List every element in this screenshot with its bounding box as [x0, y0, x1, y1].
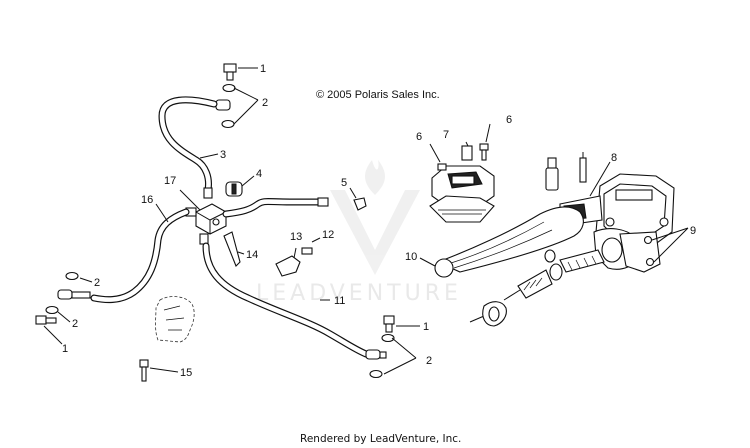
banjo-fitting-left [57, 289, 91, 300]
screw-12 [301, 247, 313, 255]
footer-credit: Rendered by LeadVenture, Inc. [300, 433, 461, 445]
diaphragm [429, 195, 495, 223]
callout-1-left: 1 [62, 343, 68, 355]
screw-6a [437, 163, 447, 171]
brake-hose-11 [202, 242, 370, 358]
callout-1-top: 1 [260, 63, 266, 75]
brake-lever-10 [434, 206, 584, 278]
line-fitting [317, 197, 329, 207]
washer-top-1 [222, 83, 236, 93]
callout-16: 16 [141, 194, 153, 206]
callout-3: 3 [220, 149, 226, 161]
watermark-logo [330, 160, 420, 275]
callout-4: 4 [256, 168, 262, 180]
screw-5 [353, 197, 367, 211]
copyright-text: © 2005 Polaris Sales Inc. [316, 89, 440, 101]
washer-left-2 [45, 305, 59, 315]
callout-13: 13 [290, 231, 302, 243]
cover-pin [461, 145, 473, 161]
callout-15: 15 [180, 367, 192, 379]
callout-2-top: 2 [262, 97, 268, 109]
callout-1-right: 1 [423, 321, 429, 333]
callout-6-left: 6 [416, 131, 422, 143]
callout-2-left-b: 2 [72, 318, 78, 330]
clip-13 [275, 255, 301, 277]
callout-7: 7 [443, 129, 449, 141]
callout-14: 14 [246, 249, 258, 261]
callout-5: 5 [341, 177, 347, 189]
watermark-text: LEADVENTURE [256, 281, 462, 306]
brake-hose-16 [90, 208, 190, 304]
callout-9: 9 [690, 225, 696, 237]
banjo-fitting-top [215, 99, 231, 111]
grommet-4 [225, 181, 243, 197]
banjo-fitting-right [365, 349, 387, 360]
washer-right-1 [381, 333, 395, 343]
junction-block-17 [185, 203, 227, 245]
callout-8: 8 [611, 152, 617, 164]
bolt-top [223, 63, 237, 81]
washer-right-2 [369, 369, 383, 379]
bracket-14 [223, 231, 241, 267]
caliper-outline [155, 296, 195, 343]
washer-top-2 [221, 119, 235, 129]
callout-11: 11 [334, 295, 345, 307]
bolt-15 [139, 359, 149, 382]
piston-assembly [469, 249, 605, 327]
bolt-right [383, 315, 395, 333]
callout-6-right: 6 [506, 114, 512, 126]
callout-10: 10 [405, 251, 417, 263]
callout-17: 17 [164, 175, 176, 187]
bolt-left [35, 315, 57, 325]
callout-12: 12 [322, 229, 334, 241]
callout-2-left-a: 2 [94, 277, 100, 289]
callout-2-right: 2 [426, 355, 432, 367]
screw-6b [479, 143, 489, 161]
washer-left-1 [65, 271, 79, 281]
brake-hose-3 [158, 96, 218, 199]
clamp-9 [593, 228, 661, 273]
